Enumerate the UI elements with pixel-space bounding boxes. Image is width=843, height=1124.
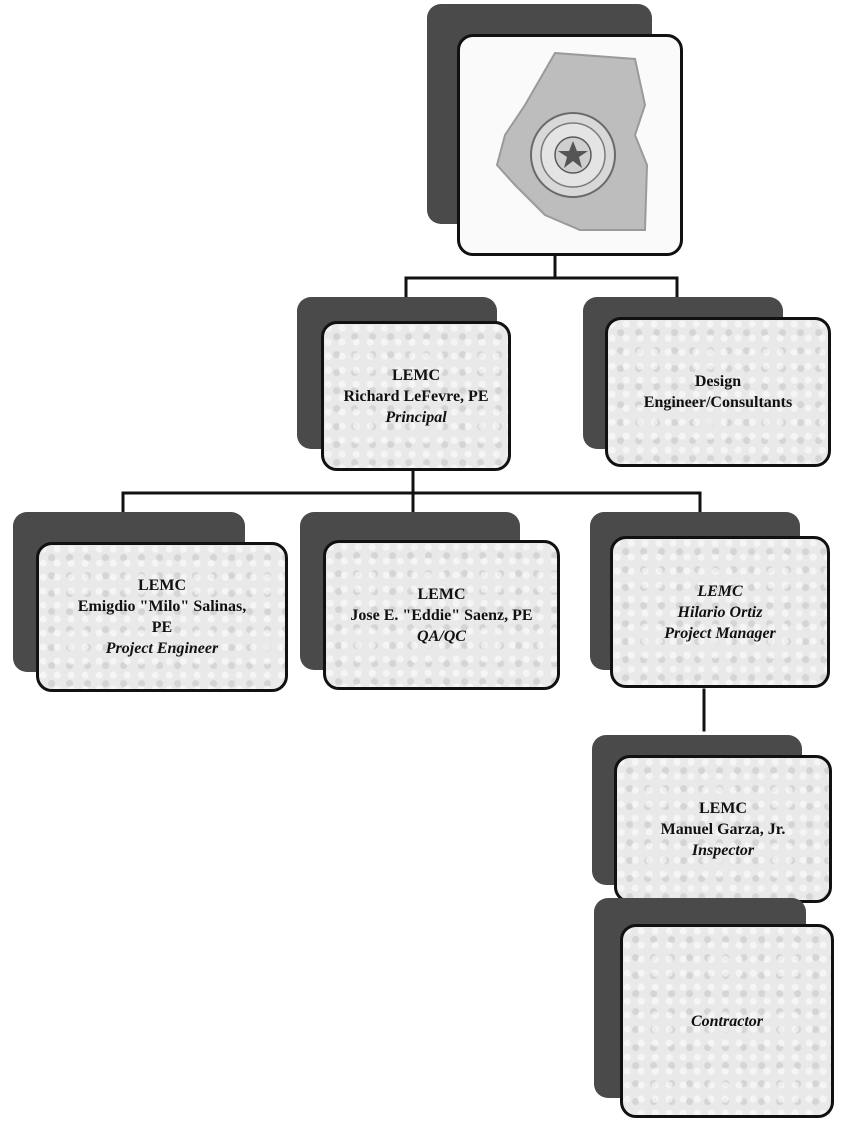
project-engineer-role: Project Engineer — [105, 640, 219, 657]
node-contractor: Contractor — [594, 898, 834, 1120]
contractor-role: Contractor — [690, 1012, 763, 1030]
inspector-name: Manuel Garza, Jr. — [660, 820, 786, 838]
node-design-card: Design Engineer/Consultants — [605, 317, 831, 467]
node-project-manager: LEMC Hilario Ortiz Project Manager — [590, 512, 830, 692]
project-engineer-org: LEMC — [138, 577, 186, 594]
project-engineer-name-line2: PE — [151, 619, 173, 636]
node-project-engineer-card: LEMC Emigdio "Milo" Salinas, PE Project … — [36, 542, 288, 692]
node-principal-card: LEMC Richard LeFevre, PE Principal — [321, 321, 511, 471]
project-manager-org: LEMC — [697, 582, 743, 600]
design-line2: Engineer/Consultants — [643, 394, 793, 411]
project-manager-role: Project Manager — [664, 624, 776, 642]
node-inspector-card: LEMC Manuel Garza, Jr. Inspector — [614, 755, 832, 903]
qaqc-name: Jose E. "Eddie" Saenz, PE — [350, 606, 533, 624]
node-principal: LEMC Richard LeFevre, PE Principal — [297, 297, 527, 475]
node-seal — [427, 4, 689, 262]
qaqc-role: QA/QC — [417, 627, 466, 645]
design-line1: Design — [694, 373, 742, 390]
project-manager-name: Hilario Ortiz — [677, 603, 763, 621]
node-project-engineer: LEMC Emigdio "Milo" Salinas, PE Project … — [13, 512, 288, 692]
node-contractor-card: Contractor — [620, 924, 834, 1118]
inspector-role: Inspector — [691, 841, 755, 859]
qaqc-org: LEMC — [417, 585, 466, 603]
principal-name: Richard LeFevre, PE — [343, 387, 489, 405]
project-engineer-name-line1: Emigdio "Milo" Salinas, — [77, 598, 247, 615]
node-design-engineer: Design Engineer/Consultants — [583, 297, 831, 475]
principal-role: Principal — [385, 408, 447, 426]
principal-org: LEMC — [392, 366, 440, 384]
node-qaqc-card: LEMC Jose E. "Eddie" Saenz, PE QA/QC — [323, 540, 560, 690]
county-seal-icon — [495, 51, 649, 231]
node-inspector: LEMC Manuel Garza, Jr. Inspector — [592, 735, 832, 907]
node-qaqc: LEMC Jose E. "Eddie" Saenz, PE QA/QC — [300, 512, 560, 692]
node-seal-card — [457, 34, 683, 256]
node-project-manager-card: LEMC Hilario Ortiz Project Manager — [610, 536, 830, 688]
inspector-org: LEMC — [699, 799, 747, 817]
